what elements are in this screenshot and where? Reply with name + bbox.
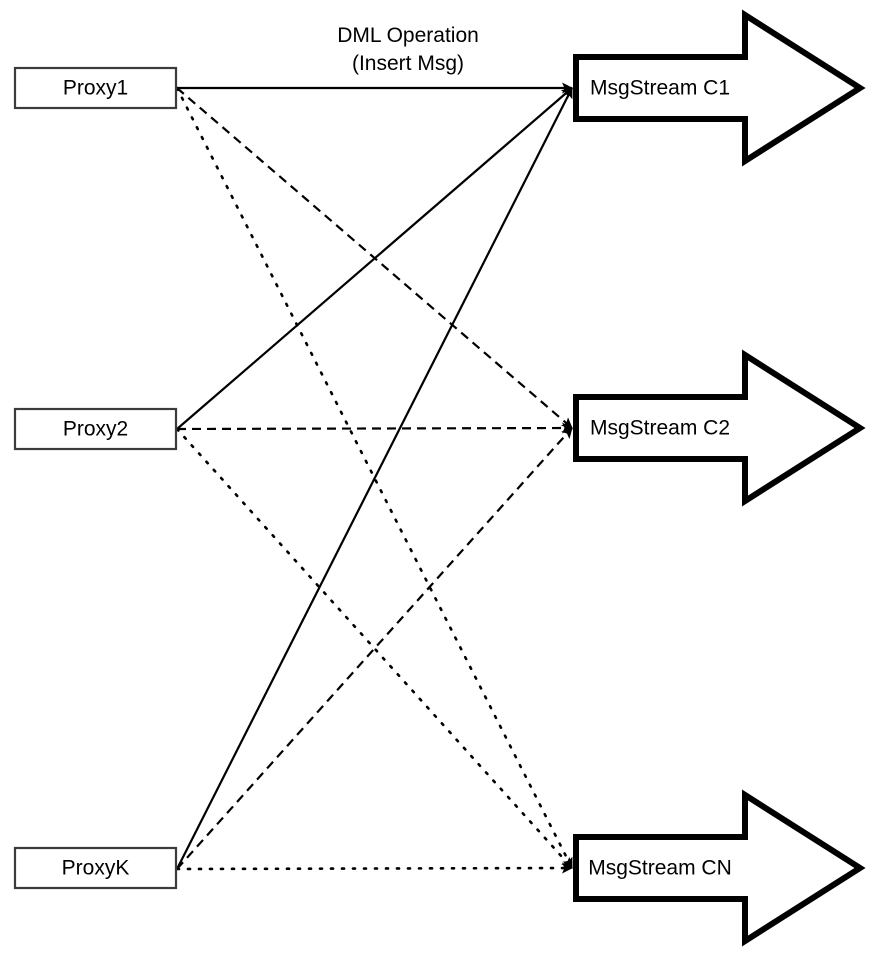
link-line-dashed xyxy=(176,422,573,434)
link-proxy2-c1[interactable] xyxy=(176,87,573,430)
stream-arrow-shape-c2 xyxy=(573,349,866,507)
stream-label-c1: MsgStream C1 xyxy=(590,77,730,100)
streams-layer: MsgStream C1 MsgStream C2 MsgStream CN xyxy=(573,9,866,947)
proxy-label-proxy2: Proxy2 xyxy=(63,418,128,441)
proxy-node-proxyk[interactable]: ProxyK xyxy=(13,846,178,890)
link-line-dashed xyxy=(176,427,573,870)
proxy-box-proxy1 xyxy=(13,66,178,110)
link-proxyk-cn[interactable] xyxy=(175,862,574,874)
proxy-label-proxy1: Proxy1 xyxy=(63,77,128,100)
link-proxy2-c2[interactable] xyxy=(176,422,573,434)
stream-node-c1[interactable]: MsgStream C1 xyxy=(573,9,866,167)
link-proxy1-cn[interactable] xyxy=(175,86,574,870)
link-line-solid xyxy=(176,87,573,430)
stream-node-c2[interactable]: MsgStream C2 xyxy=(573,349,866,507)
edge-label-dml-operation: DML Operation (Insert Msg) xyxy=(337,24,479,75)
link-proxy2-cn[interactable] xyxy=(175,427,574,870)
proxy-label-proxyk: ProxyK xyxy=(62,857,130,880)
stream-label-c2: MsgStream C2 xyxy=(590,417,730,440)
proxy-box-proxy2 xyxy=(13,407,178,451)
link-line-solid xyxy=(176,87,573,870)
stream-label-cn: MsgStream CN xyxy=(588,857,732,880)
stream-arrow-shape-c1 xyxy=(573,9,866,167)
stream-node-cn[interactable]: MsgStream CN xyxy=(573,789,866,947)
edge-label-line-2: (Insert Msg) xyxy=(352,52,464,75)
stream-arrow-shape-cn xyxy=(573,789,866,947)
links-layer xyxy=(175,82,574,874)
link-line-dotted xyxy=(175,86,574,870)
proxy-node-proxy2[interactable]: Proxy2 xyxy=(13,407,178,451)
link-line-dotted xyxy=(175,427,574,870)
proxy-box-proxyk xyxy=(13,846,178,890)
edge-label-line-1: DML Operation xyxy=(337,24,479,47)
proxy-node-proxy1[interactable]: Proxy1 xyxy=(13,66,178,110)
link-proxyk-c2[interactable] xyxy=(176,427,573,870)
link-line-dotted xyxy=(175,862,574,874)
link-proxyk-c1[interactable] xyxy=(176,87,573,870)
